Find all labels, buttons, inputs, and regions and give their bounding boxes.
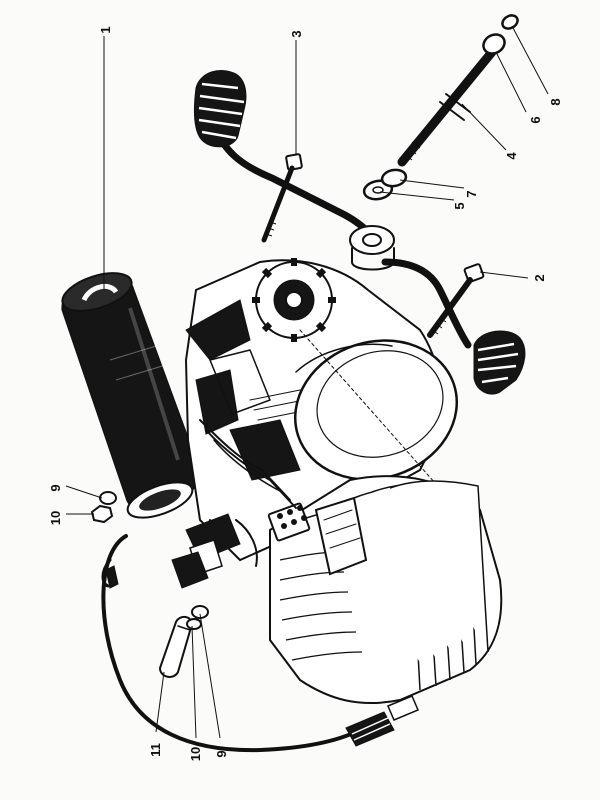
leader-lines	[65, 25, 549, 739]
callout-4: 4	[504, 152, 519, 160]
callout-9-lower: 9	[214, 750, 229, 757]
callout-8: 8	[548, 98, 563, 105]
callout-3: 3	[289, 30, 304, 37]
callout-labels: 1 3 2 4 5 6 7 8 9 10 9 10 11	[48, 26, 563, 761]
gear-lever-rubber-grip	[473, 330, 526, 395]
kickstart-lever	[193, 70, 395, 271]
circlip-part-8	[501, 14, 519, 30]
ht-lead	[101, 534, 362, 753]
washer-part-7	[380, 168, 408, 188]
stud-bolt-part-3	[261, 153, 303, 243]
callout-7: 7	[464, 190, 479, 197]
callout-5: 5	[452, 202, 467, 209]
terminal-block	[267, 502, 311, 542]
spark-plug-cap	[345, 695, 419, 747]
callout-2: 2	[532, 274, 547, 281]
lead-end-fitting	[105, 565, 119, 589]
ignition-coil	[171, 513, 241, 589]
callout-1: 1	[98, 26, 113, 33]
generator-cover	[293, 329, 459, 501]
washer-part-9-upper	[99, 491, 117, 505]
dynamo-cylinder-part-1	[61, 272, 201, 519]
cylinder-fins	[269, 475, 503, 705]
washer-part-9-lower	[191, 605, 209, 619]
nut-part-10-upper	[90, 504, 114, 524]
callout-11: 11	[148, 743, 163, 757]
gear-lever	[381, 258, 526, 395]
callout-10-upper: 10	[48, 511, 63, 525]
bolt-part-2	[427, 263, 485, 338]
callout-6: 6	[528, 116, 543, 123]
nut-part-10-lower	[186, 618, 202, 630]
callout-9-upper: 9	[48, 484, 63, 491]
spindle-part-4	[397, 47, 497, 167]
callout-10-lower: 10	[188, 747, 203, 761]
kickstart-rubber-grip	[193, 70, 247, 148]
drive-sprocket	[252, 258, 336, 342]
washer-part-6	[482, 33, 506, 55]
